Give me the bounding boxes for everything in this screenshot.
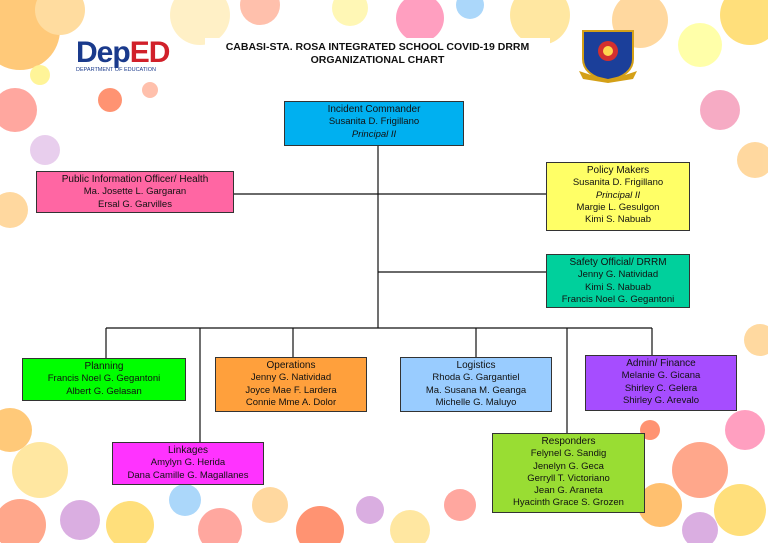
- node-member: Kimi S. Nabuab: [584, 281, 651, 293]
- node-member: Susanita D. Frigillano: [328, 116, 420, 128]
- node-member: Shirley G. Arevalo: [622, 394, 700, 406]
- node-member: Joyce Mae F. Lardera: [245, 384, 337, 396]
- node-incident-commander: Incident Commander Susanita D. Frigillan…: [284, 101, 464, 146]
- node-member: Jean G. Araneta: [534, 485, 603, 497]
- node-operations: Operations Jenny G. Natividad Joyce Mae …: [215, 357, 367, 412]
- node-member: Hyacinth Grace S. Grozen: [513, 497, 624, 509]
- node-title: Public Information Officer/ Health: [61, 174, 209, 185]
- node-member: Rhoda G. Gargantiel: [432, 372, 520, 384]
- node-member: Margie L. Gesulgon: [576, 201, 660, 213]
- node-member: Francis Noel G. Gegantoni: [561, 293, 675, 305]
- node-title: Policy Makers: [586, 165, 650, 176]
- node-member: Felynel G. Sandig: [530, 448, 607, 460]
- node-member: Francis Noel G. Gegantoni: [47, 373, 161, 385]
- node-member: Amylyn G. Herida: [150, 457, 226, 469]
- node-admin-finance: Admin/ Finance Melanie G. Gicana Shirley…: [585, 355, 737, 411]
- node-policy-makers: Policy Makers Susanita D. Frigillano Pri…: [546, 162, 690, 231]
- node-safety-official: Safety Official/ DRRM Jenny G. Natividad…: [546, 254, 690, 308]
- node-member: Shirley C. Gelera: [624, 382, 698, 394]
- node-responders: Responders Felynel G. Sandig Jenelyn G. …: [492, 433, 645, 513]
- node-member: Jenny G. Natividad: [250, 372, 332, 384]
- node-title: Operations: [266, 360, 316, 371]
- node-title: Admin/ Finance: [626, 358, 696, 369]
- deped-logo: DepED DEPARTMENT OF EDUCATION: [72, 34, 176, 78]
- node-member: Ma. Susana M. Geanga: [425, 384, 527, 396]
- node-member: Connie Mme A. Dolor: [245, 396, 337, 408]
- node-logistics: Logistics Rhoda G. Gargantiel Ma. Susana…: [400, 357, 552, 412]
- node-linkages: Linkages Amylyn G. Herida Dana Camille G…: [112, 442, 264, 485]
- node-member: Melanie G. Gicana: [621, 370, 701, 382]
- node-title: Responders: [541, 436, 596, 447]
- node-member: Ersal G. Garvilles: [98, 198, 172, 210]
- node-member: Albert G. Gelasan: [66, 385, 142, 397]
- node-member: Jenny G. Natividad: [577, 269, 659, 281]
- chart-title: CABASI-STA. ROSA INTEGRATED SCHOOL COVID…: [205, 38, 550, 75]
- school-seal-icon: [579, 30, 637, 83]
- node-member: Ma. Josette L. Gargaran: [83, 186, 187, 198]
- node-title: Incident Commander: [327, 104, 421, 115]
- node-public-information-officer: Public Information Officer/ Health Ma. J…: [36, 171, 234, 213]
- node-member: Kimi S. Nabuab: [584, 214, 651, 226]
- node-position: Principal II: [351, 128, 397, 140]
- node-title: Planning: [84, 361, 124, 372]
- node-member: Jenelyn G. Geca: [533, 460, 604, 472]
- node-planning: Planning Francis Noel G. Gegantoni Alber…: [22, 358, 186, 401]
- node-position: Principal II: [595, 189, 641, 201]
- node-title: Linkages: [167, 445, 209, 456]
- node-title: Logistics: [456, 360, 496, 371]
- node-member: Michelle G. Maluyo: [435, 396, 517, 408]
- node-title: Safety Official/ DRRM: [569, 257, 667, 268]
- node-member: Gerryll T. Victoriano: [527, 472, 610, 484]
- node-member: Susanita D. Frigillano: [572, 177, 664, 189]
- node-member: Dana Camille G. Magallanes: [127, 469, 249, 481]
